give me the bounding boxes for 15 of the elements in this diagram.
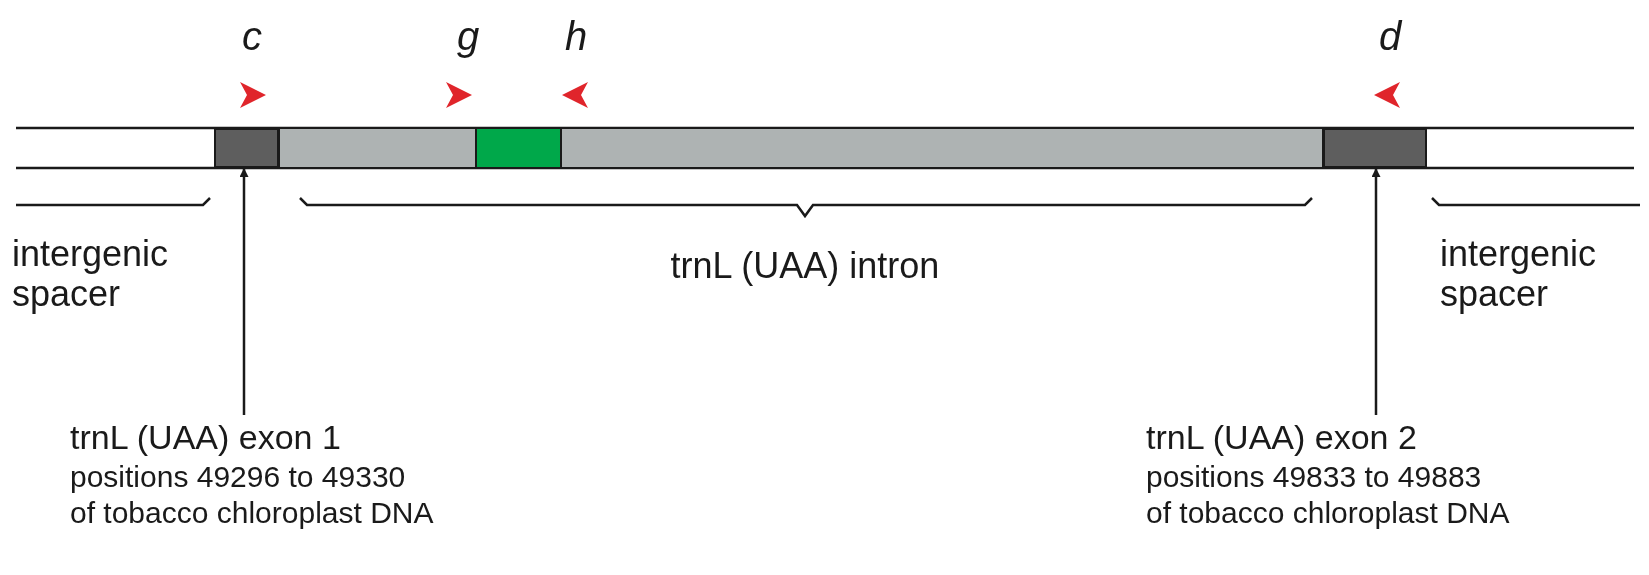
primer-label: h [563, 14, 589, 58]
gene-label: trnL (UAA) exon 1 [70, 417, 342, 458]
exon-box [214, 128, 279, 168]
region-label: trnL (UAA) intron [669, 246, 941, 286]
arrow [239, 168, 249, 415]
region-label: intergenic spacer [12, 234, 170, 314]
arrow [1371, 168, 1381, 415]
position-note: positions 49296 to 49330 of tobacco chloroplast DNA [70, 459, 435, 531]
region-label: intergenic spacer [1440, 234, 1598, 314]
primer-label: c [241, 14, 263, 58]
primer-label: d [1377, 14, 1404, 58]
exon-box [1323, 128, 1427, 168]
position-note: positions 49833 to 49883 of tobacco chloroplast DNA [1146, 459, 1511, 531]
gene-label: trnL (UAA) exon 2 [1146, 417, 1418, 458]
primer-label: g [455, 14, 481, 58]
